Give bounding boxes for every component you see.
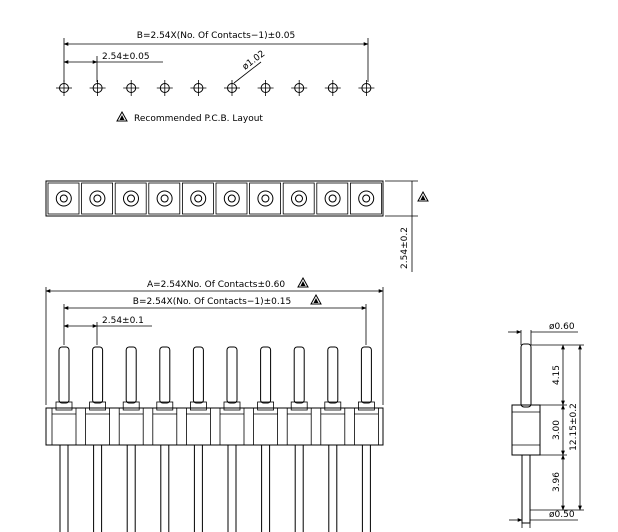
socket-contact bbox=[114, 182, 147, 215]
dimension-b-label: B=2.54X(No. Of Contacts−1)±0.05 bbox=[137, 31, 295, 41]
dimension-upper-label: 4.15 bbox=[552, 365, 562, 385]
dimension-top-diameter-label: ø0.60 bbox=[549, 322, 575, 332]
front-view: A=2.54XNo. Of Contacts±0.60 B=2.54X(No. … bbox=[45, 277, 384, 532]
socket-strip-outline bbox=[45, 180, 384, 217]
insulator-body bbox=[45, 407, 384, 446]
contact-pin bbox=[51, 346, 77, 532]
crosshair-circle-icon bbox=[190, 80, 207, 96]
socket-contact bbox=[181, 182, 214, 215]
dimension-lower-label: 3.96 bbox=[552, 472, 562, 492]
pin-row bbox=[51, 346, 379, 532]
contact-pin bbox=[85, 346, 110, 532]
crosshair-circle-icon bbox=[291, 80, 308, 96]
socket-row bbox=[47, 182, 382, 215]
contact-pin bbox=[152, 346, 178, 532]
crosshair-circle-icon bbox=[123, 80, 140, 96]
dimension-bottom-diameter-label: ø0.50 bbox=[549, 510, 575, 520]
contact-pin bbox=[353, 346, 379, 532]
dimension-pitch-label: 2.54±0.05 bbox=[102, 52, 150, 62]
contact-pin bbox=[253, 346, 279, 532]
socket-contact bbox=[81, 182, 113, 215]
pcb-hole-row bbox=[56, 80, 375, 96]
crosshair-circle-icon bbox=[224, 80, 240, 96]
pcb-caption: Recommended P.C.B. Layout bbox=[134, 114, 263, 124]
crosshair-circle-icon bbox=[324, 80, 341, 96]
side-body bbox=[511, 404, 541, 456]
crosshair-circle-icon bbox=[156, 80, 173, 96]
triangle-warning-icon bbox=[417, 191, 429, 202]
contact-pin bbox=[219, 346, 245, 532]
socket-contact bbox=[215, 182, 248, 215]
dimension-height-label: 2.54±0.2 bbox=[400, 227, 410, 269]
socket-contact bbox=[249, 182, 282, 215]
socket-contact bbox=[148, 182, 181, 215]
pcb-layout: B=2.54X(No. Of Contacts−1)±0.05 2.54±0.0… bbox=[56, 31, 375, 124]
dimension-a-label: A=2.54XNo. Of Contacts±0.60 bbox=[147, 280, 285, 290]
socket-contact bbox=[349, 182, 382, 215]
contact-pin bbox=[185, 346, 211, 532]
side-view: ø0.60 4.15 3.00 3.96 12.15±0.2 ø0.50 bbox=[508, 322, 584, 528]
contact-pin bbox=[118, 346, 144, 532]
crosshair-circle-icon bbox=[257, 80, 274, 96]
socket-contact bbox=[316, 182, 349, 215]
triangle-warning-icon bbox=[297, 277, 309, 288]
socket-contact bbox=[47, 182, 80, 215]
triangle-warning-icon bbox=[310, 294, 322, 305]
dimension-hole-label: ø1.02 bbox=[241, 49, 267, 72]
dimension-body-label: 3.00 bbox=[552, 420, 562, 440]
triangle-warning-icon bbox=[116, 111, 128, 122]
contact-pin bbox=[286, 346, 312, 532]
crosshair-circle-icon bbox=[56, 80, 72, 96]
contact-pin bbox=[320, 346, 346, 532]
dimension-pitch-label: 2.54±0.1 bbox=[102, 316, 144, 326]
crosshair-circle-icon bbox=[358, 80, 375, 96]
hole-diameter-leader bbox=[233, 61, 262, 84]
dimension-total-label: 12.15±0.2 bbox=[569, 403, 579, 451]
side-upper-pin bbox=[520, 343, 532, 408]
socket-contact bbox=[282, 182, 315, 215]
top-view: 2.54±0.2 bbox=[45, 180, 429, 272]
crosshair-circle-icon bbox=[89, 80, 106, 96]
dimension-b-label: B=2.54X(No. Of Contacts−1)±0.15 bbox=[133, 297, 291, 307]
side-lower-pin bbox=[521, 454, 531, 524]
